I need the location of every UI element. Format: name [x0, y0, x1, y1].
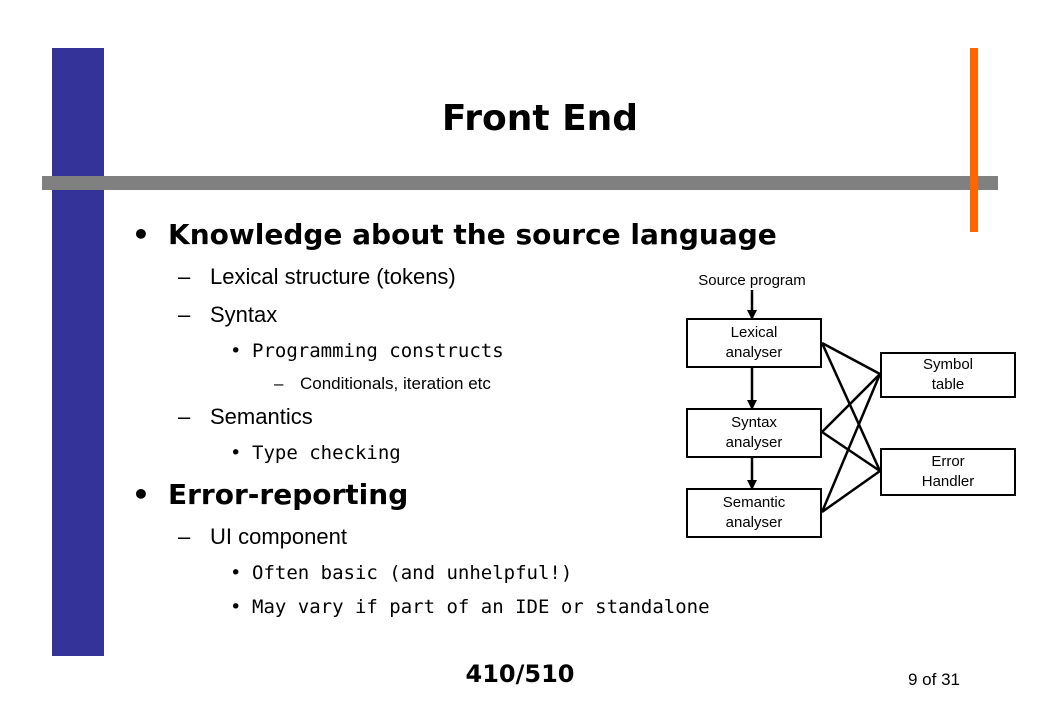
item-semantics: – Semantics	[178, 404, 313, 430]
bullet-knowledge-text: Knowledge about the source language	[168, 218, 777, 251]
item-lexical-text: Lexical structure (tokens)	[210, 264, 456, 289]
dash: –	[178, 524, 191, 549]
dash: –	[178, 404, 191, 429]
item-ui-component-text: UI component	[210, 524, 347, 549]
bullet-dot: •	[230, 562, 242, 584]
link-syntax-error	[821, 430, 881, 473]
error-handler-box: Error Handler	[880, 448, 1016, 496]
bullet-error-reporting-text: Error-reporting	[168, 478, 409, 511]
course-code: 410/510	[465, 660, 575, 688]
link-lexical-error	[820, 342, 882, 472]
dash: –	[178, 264, 191, 289]
item-semantics-text: Semantics	[210, 404, 313, 429]
bullet-error-reporting: • Error-reporting	[132, 478, 409, 511]
item-programming-constructs: • Programming constructs	[230, 340, 504, 362]
link-semantic-error	[821, 469, 881, 514]
item-conditionals-text: Conditionals, iteration etc	[300, 374, 491, 393]
syntax-analyser-box: Syntax analyser	[686, 408, 822, 458]
link-lexical-symbol	[821, 341, 881, 376]
link-syntax-symbol	[821, 373, 881, 433]
item-type-checking-text: Type checking	[252, 442, 401, 464]
bullet-dot: •	[230, 340, 242, 362]
bullet-dot: •	[132, 478, 150, 511]
semantic-analyser-box: Semantic analyser	[686, 488, 822, 538]
lexical-analyser-box: Lexical analyser	[686, 318, 822, 368]
slide-title: Front End	[441, 98, 639, 139]
right-accent-bar	[970, 48, 978, 232]
left-accent-bar	[52, 48, 104, 656]
item-lexical: – Lexical structure (tokens)	[178, 264, 456, 290]
item-syntax-text: Syntax	[210, 302, 278, 327]
bullet-knowledge: • Knowledge about the source language	[132, 218, 777, 251]
item-programming-constructs-text: Programming constructs	[252, 340, 504, 362]
item-conditionals: – Conditionals, iteration etc	[274, 374, 491, 394]
item-often-basic-text: Often basic (and unhelpful!)	[252, 562, 573, 584]
item-type-checking: • Type checking	[230, 442, 401, 464]
link-semantic-symbol	[820, 373, 882, 513]
bullet-dot: •	[230, 442, 242, 464]
item-may-vary-text: May vary if part of an IDE or standalone	[252, 596, 710, 618]
title-underline-rule	[42, 176, 998, 190]
bullet-dot: •	[230, 596, 242, 618]
item-may-vary: • May vary if part of an IDE or standalo…	[230, 596, 710, 618]
dash: –	[178, 302, 191, 327]
dash: –	[274, 374, 284, 393]
page-number: 9 of 31	[908, 670, 960, 689]
source-program-label: Source program	[698, 272, 806, 289]
item-ui-component: – UI component	[178, 524, 347, 550]
symbol-table-box: Symbol table	[880, 352, 1016, 398]
bullet-dot: •	[132, 218, 150, 251]
item-often-basic: • Often basic (and unhelpful!)	[230, 562, 573, 584]
item-syntax: – Syntax	[178, 302, 278, 328]
